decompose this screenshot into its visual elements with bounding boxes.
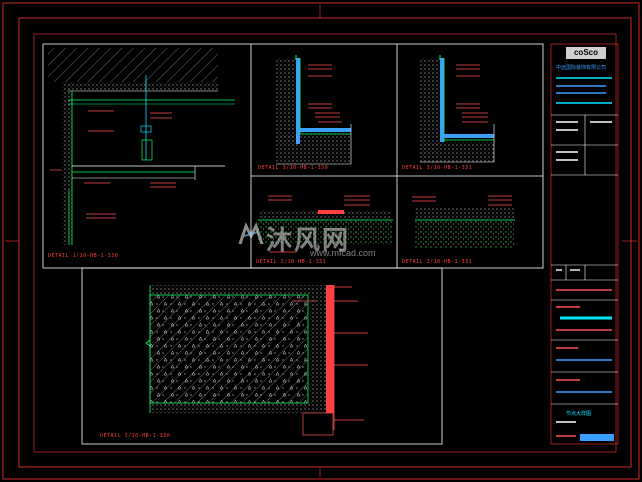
detail-3-geometry bbox=[420, 55, 495, 163]
detail-6-geometry bbox=[145, 285, 335, 436]
company-name: 中远国际装饰有限公司 bbox=[556, 65, 607, 71]
detail-3-leaders bbox=[456, 64, 488, 123]
detail-3-caption: DETAIL 3/10-HB-1-331 bbox=[402, 165, 473, 171]
detail-2-geometry bbox=[276, 55, 352, 165]
sheet-title: 节点大样图 bbox=[566, 411, 592, 417]
watermark-logo-icon bbox=[238, 222, 264, 248]
title-block bbox=[550, 43, 619, 445]
detail-4-caption: DETAIL 3/10-HB-1-331 bbox=[256, 259, 327, 265]
detail-1-geometry bbox=[48, 48, 235, 245]
title-block-fields bbox=[556, 77, 614, 441]
detail-5-geometry bbox=[415, 208, 515, 248]
detail-6-caption: DETAIL 3/10-HB-1-330 bbox=[100, 433, 171, 439]
detail-1-caption: DETAIL 1/10-HB-1-330 bbox=[48, 253, 119, 259]
panel-borders bbox=[42, 43, 544, 445]
detail-2-caption: DETAIL 3/10-HB-1-330 bbox=[258, 165, 329, 171]
detail-4-geometry bbox=[258, 210, 393, 244]
detail-6-leaders bbox=[292, 286, 368, 421]
watermark-brand: 沐风网 bbox=[266, 225, 351, 255]
company-logo: coSco bbox=[566, 47, 606, 59]
drawing-border bbox=[33, 33, 617, 453]
detail-4-leaders bbox=[268, 195, 370, 253]
detail-5-leaders bbox=[412, 195, 512, 206]
detail-2-leaders bbox=[308, 64, 342, 123]
detail-1-leaders bbox=[50, 110, 176, 219]
inner-frame bbox=[18, 17, 632, 468]
watermark-url: www.mfcad.com bbox=[310, 248, 376, 258]
detail-5-caption: DETAIL 3/10-HB-1-331 bbox=[402, 259, 473, 265]
